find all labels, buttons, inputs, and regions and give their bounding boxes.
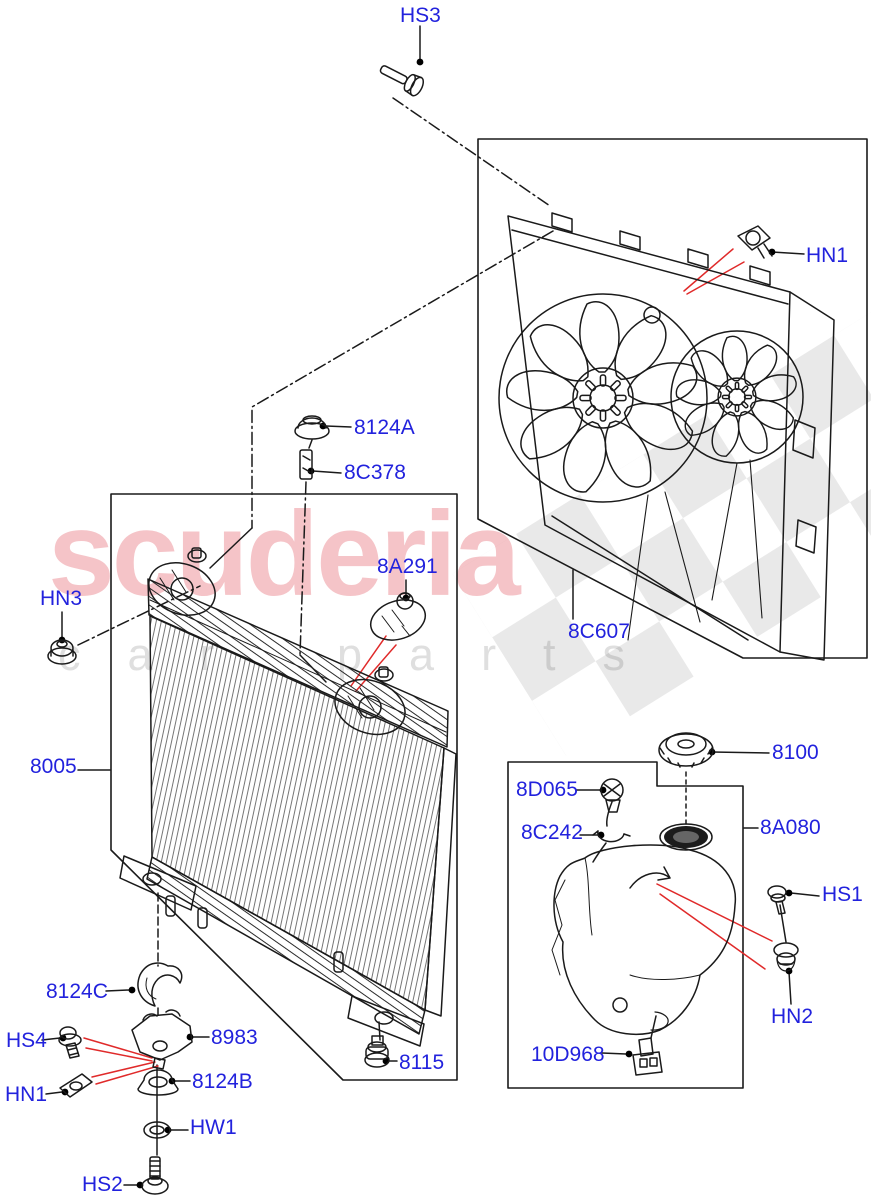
callout-8124b[interactable]: 8124B — [192, 1070, 253, 1093]
nut-hn2-drawing — [773, 942, 799, 972]
sensor-10d968-drawing — [632, 1037, 663, 1076]
callout-8a080[interactable]: 8A080 — [760, 816, 821, 839]
radiator-foot-right — [347, 995, 425, 1047]
callout-hn3[interactable]: HN3 — [40, 587, 83, 610]
callout-leader-lines — [41, 25, 820, 1186]
radiator-foot-left — [119, 855, 208, 929]
callout-8115[interactable]: 8115 — [399, 1051, 445, 1074]
callout-hs2[interactable]: HS2 — [82, 1173, 123, 1196]
sensor-8d065-drawing — [600, 778, 624, 813]
callout-8a291[interactable]: 8A291 — [377, 555, 438, 578]
callout-8100[interactable]: 8100 — [772, 741, 819, 764]
callout-8c607[interactable]: 8C607 — [568, 620, 630, 643]
tank-8a080-drawing — [551, 823, 737, 1036]
bolt-hs4-drawing — [58, 1026, 82, 1059]
bolt-hs2-drawing — [141, 1156, 169, 1195]
radiator-top-mount-right — [334, 666, 406, 736]
callout-8124a[interactable]: 8124A — [354, 416, 415, 439]
plug-8115-drawing — [364, 1035, 390, 1068]
radiator-drawing — [119, 547, 457, 1047]
bolt-hs1-drawing — [767, 885, 787, 915]
callout-8124c[interactable]: 8124C — [46, 980, 108, 1003]
clip-hn1-top-drawing — [737, 225, 773, 259]
pin-8c378-drawing — [299, 449, 313, 480]
radiator-box — [110, 493, 458, 1081]
clip-hn1-bottom-drawing — [59, 1073, 93, 1098]
cap-8100-drawing — [658, 732, 714, 768]
grommet-8124b-drawing — [137, 1069, 179, 1096]
callout-hn1-top[interactable]: HN1 — [806, 244, 849, 267]
washer-hw1-drawing — [143, 1121, 171, 1139]
callout-8c378[interactable]: 8C378 — [344, 461, 406, 484]
expansion-tank-box — [507, 761, 744, 1089]
callout-10d968[interactable]: 10D968 — [531, 1043, 605, 1066]
nut-hn3-drawing — [47, 639, 77, 665]
bracket-8a291-drawing — [369, 592, 427, 641]
callout-hs1[interactable]: HS1 — [822, 883, 863, 906]
callout-hn1-bottom[interactable]: HN1 — [5, 1083, 48, 1106]
callout-8d065[interactable]: 8D065 — [516, 778, 578, 801]
fan-small — [670, 330, 804, 464]
fan-shroud-drawing — [498, 212, 835, 661]
clip-8124c-drawing — [137, 962, 183, 1007]
callout-8005[interactable]: 8005 — [30, 755, 77, 778]
callout-8983[interactable]: 8983 — [211, 1026, 258, 1049]
radiator-top-mount-left — [148, 547, 216, 616]
callout-hw1[interactable]: HW1 — [190, 1116, 237, 1139]
callout-8c242[interactable]: 8C242 — [521, 821, 583, 844]
callout-hs4[interactable]: HS4 — [6, 1029, 47, 1052]
watermark-brand: scuderia — [48, 487, 521, 621]
group-boxes — [110, 138, 868, 1089]
fan-large — [498, 293, 708, 503]
bolt-hs3-drawing — [379, 65, 425, 97]
fan-shroud-box — [477, 138, 868, 659]
callout-hn2[interactable]: HN2 — [771, 1005, 814, 1028]
clip-8c242-drawing — [592, 830, 631, 843]
grommet-8124a-drawing — [294, 415, 330, 440]
callout-hs3[interactable]: HS3 — [400, 4, 441, 27]
bracket-8983-drawing — [131, 1009, 193, 1070]
